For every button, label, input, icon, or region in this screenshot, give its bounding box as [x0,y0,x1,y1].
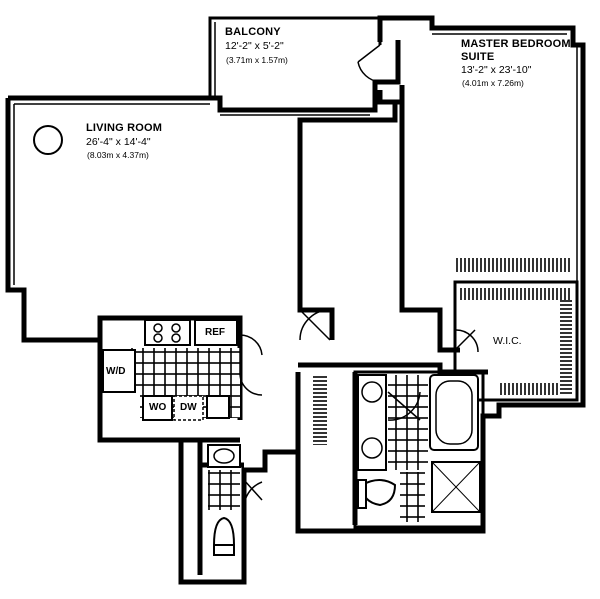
living-room-name: LIVING ROOM [86,122,163,134]
walk-in-closet [453,280,579,402]
master-bedroom-dim-metric: (4.01m x 7.26m) [462,78,524,88]
wall-oven-box [142,395,173,421]
balcony-door[interactable] [357,44,381,83]
refrigerator-box [194,319,238,346]
master-bath [353,370,485,529]
cooktop-icon [144,319,191,346]
washer-dryer-box [102,349,136,393]
balcony-dim-imperial: 12'-2" x 5'-2" [225,40,284,52]
wic-label: W.I.C. [493,335,522,347]
sink-icon [206,395,230,419]
living-room-dim-imperial: 26'-4" x 14'-4" [86,136,151,148]
washer-dryer-label: W/D [106,366,126,377]
master-bedroom-dim-imperial: 13'-2" x 23'-10" [461,64,532,76]
master-bedroom-suite: SUITE [461,51,495,63]
wall-oven-label: WO [149,402,167,413]
interior-walls [97,85,488,575]
kitchen-doors[interactable] [239,334,263,396]
powder-door[interactable] [243,479,263,511]
dishwasher-box [173,395,204,421]
balcony-dim-metric: (3.71m x 1.57m) [226,55,288,65]
master-bedroom-name: MASTER BEDROOM [461,38,571,50]
closet-hatch-bedroom [455,258,570,272]
dining-table-icon [33,125,63,155]
refrigerator-label: REF [205,327,225,338]
master-bath-door[interactable] [387,391,421,421]
kitchen-tile-floor [130,348,240,393]
living-room-dim-metric: (8.03m x 4.37m) [87,150,149,160]
dishwasher-label: DW [180,402,197,413]
wic-door[interactable] [454,329,479,353]
entry-door[interactable] [299,309,333,341]
hall-closet-hatch [313,375,327,445]
toilet-icon [212,516,236,546]
powder-room [207,444,241,556]
balcony-name: BALCONY [225,26,281,38]
